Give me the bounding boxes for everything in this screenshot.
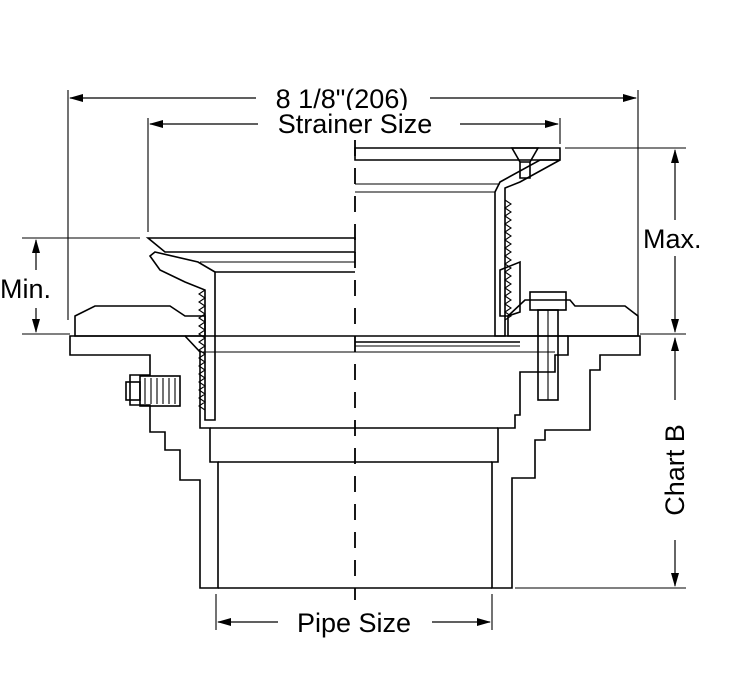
threads-left	[198, 289, 206, 411]
max-label: Max.	[643, 224, 702, 254]
overall-width-label: 8 1/8"(206)	[276, 84, 409, 114]
strainer-max-neck	[494, 159, 561, 337]
dimensions	[22, 90, 686, 630]
chart-b-label: Chart B	[660, 424, 690, 516]
collar-right	[507, 299, 639, 337]
collar-bolt-head	[529, 291, 567, 311]
pipe-size-label: Pipe Size	[297, 608, 411, 638]
strainer-max-grate	[354, 147, 561, 161]
threads-right	[504, 199, 512, 321]
strainer-top-max	[354, 147, 561, 347]
min-label: Min.	[0, 274, 51, 304]
collar-left	[74, 305, 206, 337]
body-right-wall	[491, 335, 641, 589]
clamping-collar	[74, 291, 639, 401]
body-left-wall	[69, 335, 219, 589]
strainer-min-grate	[145, 237, 356, 253]
strainer-top-min	[145, 237, 356, 421]
set-screw	[125, 375, 181, 407]
strainer-size-label: Strainer Size	[278, 109, 433, 139]
strainer-screw	[510, 147, 540, 179]
strainer-min-neck	[148, 251, 216, 421]
